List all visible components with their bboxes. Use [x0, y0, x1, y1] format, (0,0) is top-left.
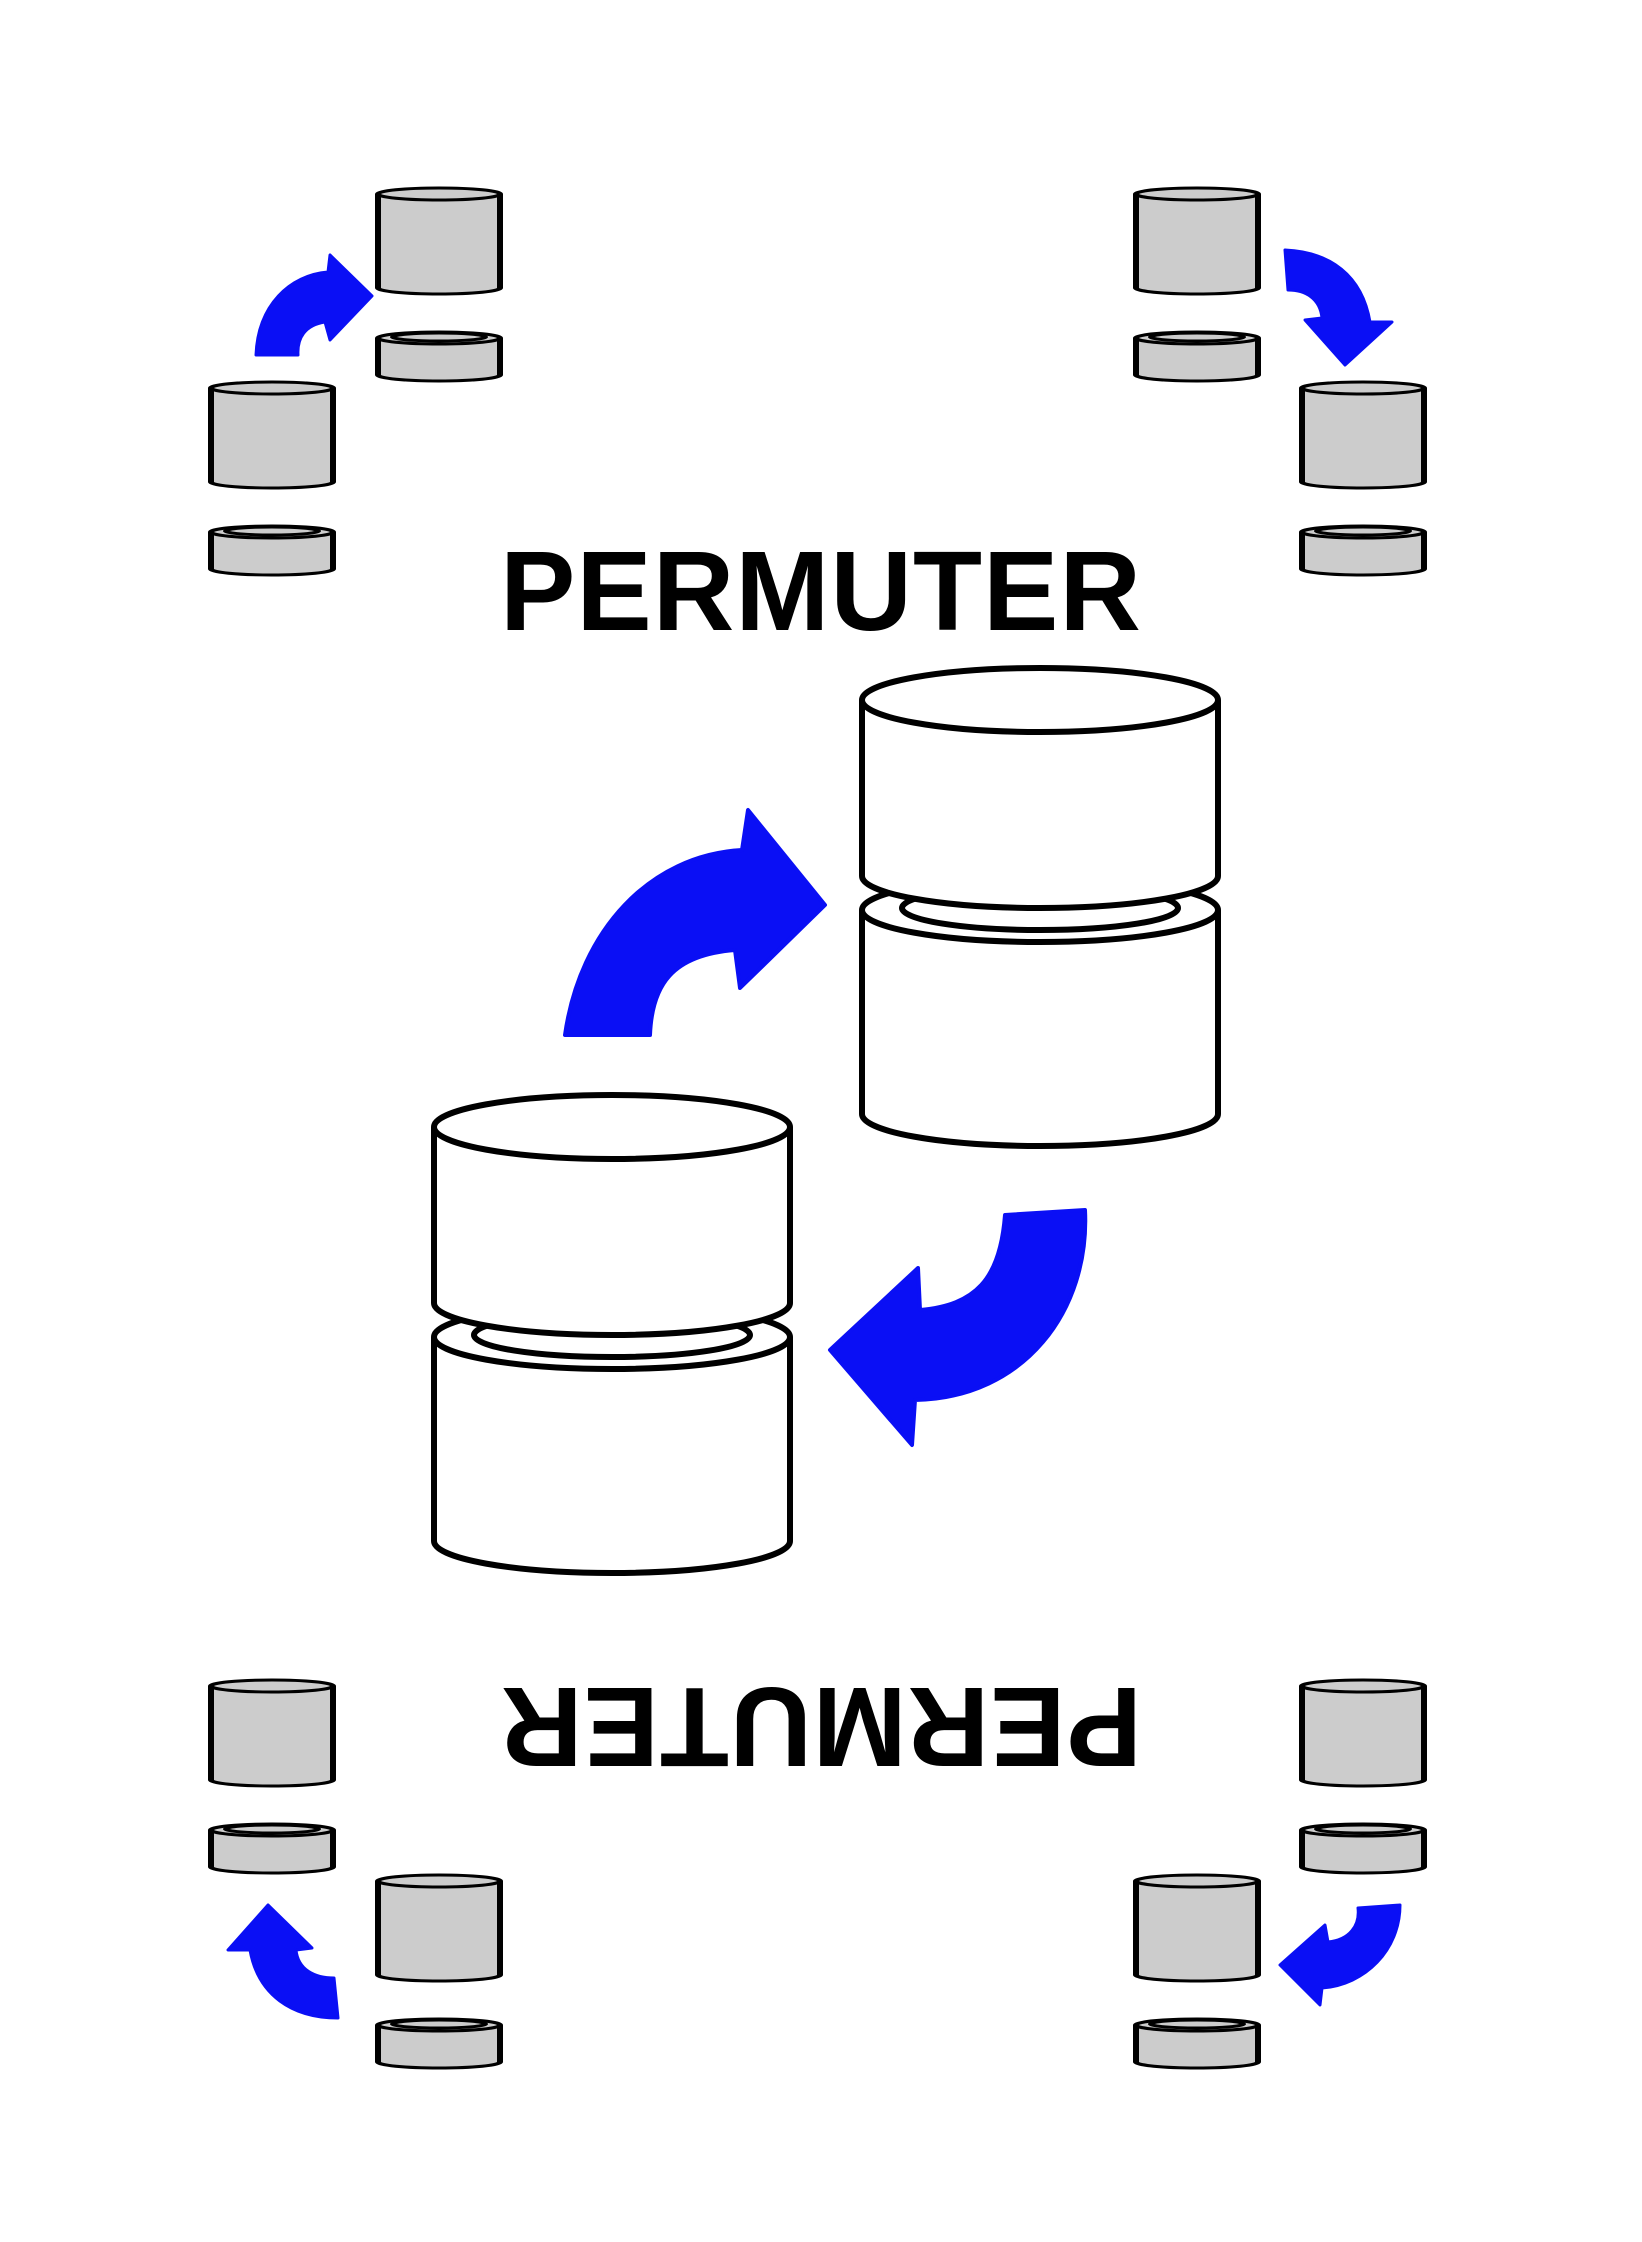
curved-arrow-icon [226, 1903, 340, 2020]
two-tier-stack-icon [211, 1680, 333, 1873]
center-stack-lower [431, 1092, 793, 1576]
center-stack-upper [859, 665, 1221, 1149]
corner-top-left [211, 188, 500, 575]
curved-arrow-icon [1283, 248, 1394, 367]
two-tier-stack-icon [211, 382, 333, 575]
title-top: PERMUTER [500, 528, 1142, 654]
two-tier-stack-icon [1136, 188, 1258, 381]
center-arrow-up-icon [563, 808, 827, 1037]
corner-top-right [1136, 188, 1424, 575]
title-bottom: PERMUTER [500, 1664, 1142, 1790]
two-tier-stack-icon [1136, 1875, 1258, 2068]
curved-arrow-icon [254, 253, 374, 357]
two-tier-stack-icon [378, 188, 500, 381]
two-tier-stack-icon [378, 1875, 500, 2068]
two-tier-stack-icon [1302, 382, 1424, 575]
corner-bottom-right [1136, 1680, 1424, 2068]
two-tier-stack-icon [1302, 1680, 1424, 1873]
curved-arrow-icon [1278, 1903, 1402, 2007]
center-arrow-down-icon [828, 1208, 1088, 1447]
corner-bottom-left [211, 1680, 500, 2068]
